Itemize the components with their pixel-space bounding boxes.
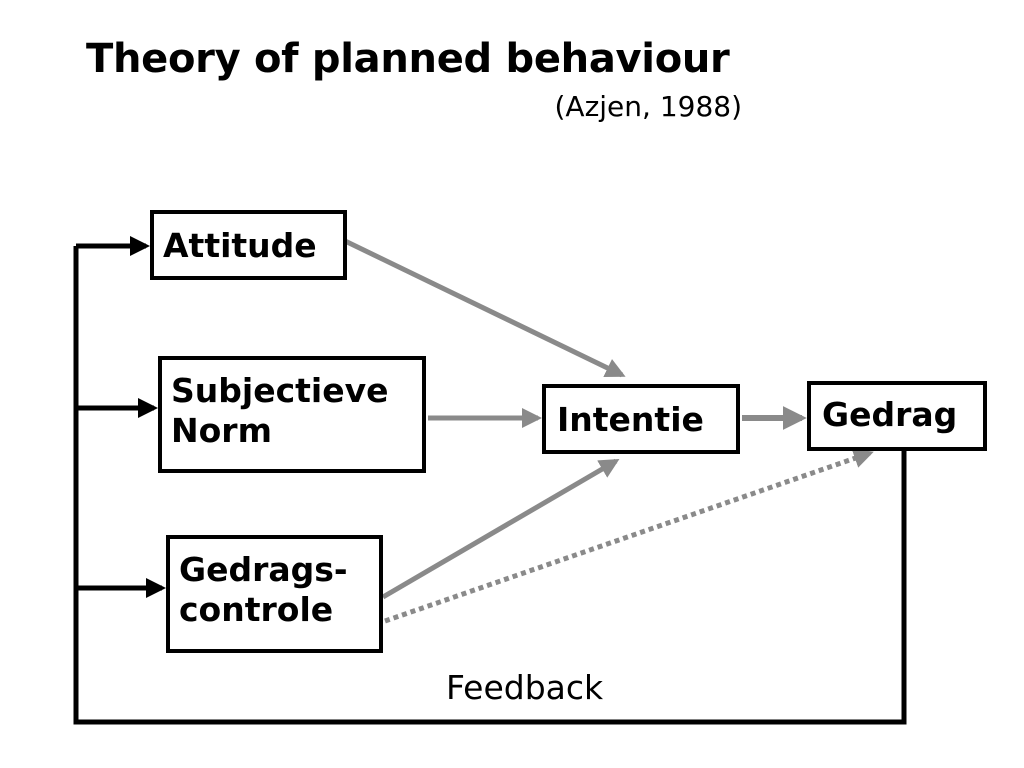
node-behavior-label: Gedrag [822, 395, 958, 434]
citation: (Azjen, 1988) [554, 90, 742, 123]
node-behavior: Gedrag [807, 381, 987, 451]
node-subjective-norm-label-2: Norm [171, 411, 272, 450]
feedback-label: Feedback [446, 668, 604, 707]
arrow-control-to-intentie [381, 458, 620, 600]
node-intention: Intentie [542, 384, 740, 454]
node-subjective-norm-label-1: Subjectieve [171, 371, 389, 410]
arrow-control-to-gedrag-dotted [384, 448, 874, 624]
node-behavioral-control-label-2: controle [179, 590, 334, 629]
node-intention-label: Intentie [557, 400, 704, 439]
node-subjective-norm: Subjectieve Norm [158, 356, 426, 473]
feedback-loop-line [73, 246, 907, 725]
arrow-attitude-to-intentie [341, 237, 626, 378]
node-behavioral-control: Gedrags- controle [166, 535, 383, 653]
page-title: Theory of planned behaviour [86, 36, 730, 82]
node-attitude-label: Attitude [163, 226, 317, 265]
node-attitude: Attitude [150, 210, 347, 280]
node-behavioral-control-label-1: Gedrags- [179, 550, 348, 589]
